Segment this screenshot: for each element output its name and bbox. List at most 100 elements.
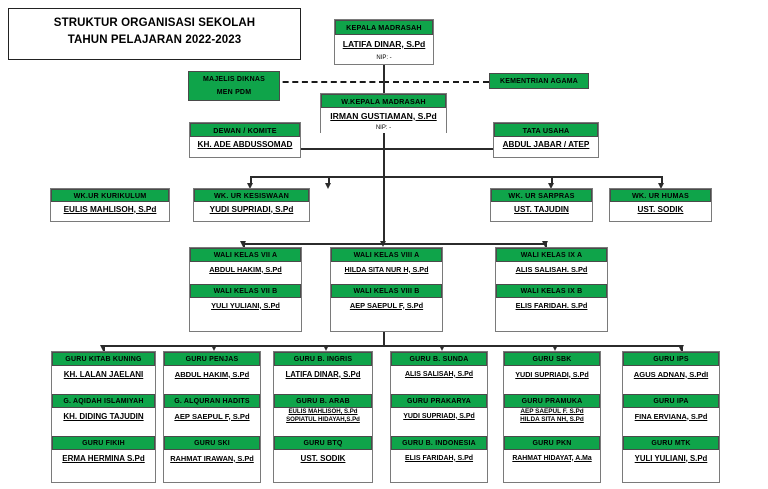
- node-guru-column-5[interactable]: GURU SBK YUDI SUPRIADI, S.Pd GURU PRAMUK…: [503, 351, 601, 483]
- title-line-2: TAHUN PELAJARAN 2022-2023: [67, 34, 242, 46]
- node-majelis-diknas-line-1: MAJELIS DIKNAS: [203, 76, 265, 83]
- node-kepala-madrasah-nip: NIP: -: [335, 52, 433, 64]
- node-wali-9b-name-text: ELIS FARIDAH. S.Pd: [515, 300, 588, 310]
- node-guru-6-r3-name-text: YULI YULIANI, S.Pd: [634, 453, 708, 463]
- node-guru-6-r1-name-text: AGUS ADNAN, S.PdI: [633, 369, 709, 379]
- node-wk-kurikulum[interactable]: WK.UR KURIKULUM EULIS MAHLISOH, S.Pd: [50, 188, 170, 222]
- node-wk-kurikulum-name: EULIS MAHLISOH, S.Pd: [51, 202, 169, 216]
- node-guru-column-6[interactable]: GURU IPS AGUS ADNAN, S.PdI GURU IPA FINA…: [622, 351, 720, 483]
- connector-trunk-lower: [383, 332, 385, 346]
- arrow-down-guru-2: [210, 345, 217, 351]
- node-kepala-madrasah-role: KEPALA MADRASAH: [335, 20, 433, 35]
- arrow-down-guru-1: [99, 345, 106, 351]
- node-guru-1-r3-name-text: ERMA HERMINA S.Pd: [62, 453, 145, 463]
- node-wakil-kepala-madrasah[interactable]: W.KEPALA MADRASAH IRMAN GUSTIAMAN, S.Pd …: [320, 93, 447, 133]
- node-wakil-kepala-name-text: IRMAN GUSTIAMAN, S.Pd: [330, 110, 437, 121]
- node-guru-1-r2-role: G. AQIDAH ISLAMIYAH: [52, 394, 155, 408]
- connector-dashed-right: [383, 81, 489, 83]
- node-guru-column-3[interactable]: GURU B. INGRIS LATIFA DINAR, S.Pd GURU B…: [273, 351, 373, 483]
- node-guru-column-1[interactable]: GURU KITAB KUNING KH. LALAN JAELANI G. A…: [51, 351, 156, 483]
- node-guru-4-r2-role: GURU PRAKARYA: [391, 394, 487, 408]
- node-wali-7b-role: WALI KELAS VII B: [190, 284, 301, 298]
- node-majelis-diknas-role: MAJELIS DIKNAS MEN PDM: [188, 71, 280, 101]
- node-guru-2-r3-name-text: RAHMAT IRAWAN, S.Pd: [170, 453, 254, 463]
- node-guru-3-r2-name-text-1: EULIS MAHLISOH, S.Pd: [288, 408, 358, 415]
- node-guru-1-r2-name: KH. DIDING TAJUDIN: [52, 408, 155, 424]
- node-wakil-kepala-role: W.KEPALA MADRASAH: [321, 94, 446, 108]
- node-guru-2-r2-role: G. ALQURAN HADITS: [164, 394, 260, 408]
- node-guru-4-r1-name-text: ALIS SALISAH, S.Pd: [404, 370, 474, 378]
- node-guru-6-r1-name: AGUS ADNAN, S.PdI: [623, 366, 719, 382]
- node-guru-5-r2-name-text-2: HILDA SITA NH, S.Pd: [520, 416, 584, 423]
- node-wk-sarpras-role: WK. UR SARPRAS: [491, 189, 592, 202]
- node-guru-2-r1-role: GURU PENJAS: [164, 352, 260, 366]
- node-wali-kelas-7[interactable]: WALI KELAS VII A ABDUL HAKIM, S.Pd WALI …: [189, 247, 302, 332]
- arrow-down-guru-3: [322, 345, 329, 351]
- node-guru-4-r1-name: ALIS SALISAH, S.Pd: [391, 366, 487, 382]
- node-guru-2-r3-name: RAHMAT IRAWAN, S.Pd: [164, 450, 260, 466]
- node-wali-9b-name: ELIS FARIDAH. S.Pd: [496, 298, 607, 312]
- node-guru-3-r2-role: GURU B. ARAB: [274, 394, 372, 408]
- node-wali-7a-name: ABDUL HAKIM, S.Pd: [190, 262, 301, 276]
- node-guru-4-r3-role: GURU B. INDONESIA: [391, 436, 487, 450]
- node-guru-5-r1-name: YUDI SUPRIADI, S.Pd: [504, 366, 600, 382]
- node-guru-3-r3-name: UST. SODIK: [274, 450, 372, 466]
- node-majelis-diknas[interactable]: MAJELIS DIKNAS MEN PDM: [188, 71, 280, 101]
- node-guru-3-r2-names: EULIS MAHLISOH, S.Pd SOPIATUL HIDAYAH,S.…: [274, 408, 372, 424]
- node-guru-5-r2-name-text-1: AEP SAEPUL F. S.Pd: [520, 408, 584, 415]
- node-kepala-madrasah-name: LATIFA DINAR, S.Pd: [335, 35, 433, 52]
- node-guru-3-r1-name: LATIFA DINAR, S.Pd: [274, 366, 372, 382]
- node-wali-kelas-8[interactable]: WALI KELAS VIII A HILDA SITA NUR H, S.Pd…: [330, 247, 443, 332]
- node-wali-8a-name-text: HILDA SITA NUR H, S.Pd: [344, 264, 429, 274]
- node-guru-5-r2-names: AEP SAEPUL F. S.Pd HILDA SITA NH, S.Pd: [504, 408, 600, 424]
- node-guru-6-r2-role: GURU IPA: [623, 394, 719, 408]
- node-wali-kelas-9[interactable]: WALI KELAS IX A ALIS SALISAH. S.Pd WALI …: [495, 247, 608, 332]
- connector-bus-drop-2: [328, 176, 330, 185]
- node-wk-humas[interactable]: WK. UR HUMAS UST. SODIK: [609, 188, 712, 222]
- node-wk-kesiswaan-name-text: YUDI SUPRIADI, S.Pd: [209, 204, 294, 214]
- arrow-down-wali-9: [541, 241, 548, 247]
- node-wakil-kepala-name: IRMAN GUSTIAMAN, S.Pd: [321, 108, 446, 123]
- node-guru-1-r1-role: GURU KITAB KUNING: [52, 352, 155, 366]
- node-dewan-komite-name: KH. ADE ABDUSSOMAD: [190, 137, 300, 152]
- node-guru-6-r3-role: GURU MTK: [623, 436, 719, 450]
- node-guru-5-r1-name-text: YUDI SUPRIADI, S.Pd: [515, 369, 589, 379]
- arrow-down-kurikulum: [246, 183, 253, 189]
- node-guru-6-r1-role: GURU IPS: [623, 352, 719, 366]
- node-wk-humas-name-text: UST. SODIK: [637, 204, 684, 214]
- arrow-down-wali-8: [379, 241, 386, 247]
- node-wali-7b-name: YULI YULIANI, S.Pd: [190, 298, 301, 312]
- node-wali-8b-name-text: AEP SAEPUL F, S.Pd: [349, 300, 424, 310]
- node-guru-2-r1-name: ABDUL HAKIM, S.Pd: [164, 366, 260, 382]
- arrow-down-guru-6: [677, 345, 684, 351]
- connector-kepala-down: [383, 64, 385, 82]
- node-wali-8a-name: HILDA SITA NUR H, S.Pd: [331, 262, 442, 276]
- node-wk-sarpras[interactable]: WK. UR SARPRAS UST. TAJUDIN: [490, 188, 593, 222]
- node-tata-usaha-name-text: ABDUL JABAR / ATEP: [502, 140, 590, 149]
- node-guru-3-r3-role: GURU BTQ: [274, 436, 372, 450]
- node-guru-5-r3-name-text: RAHMAT HIDAYAT, A.Ma: [512, 454, 592, 462]
- node-kementrian-agama[interactable]: KEMENTRIAN AGAMA: [489, 73, 589, 89]
- node-guru-1-r2-name-text: KH. DIDING TAJUDIN: [63, 411, 144, 421]
- node-guru-6-r3-name: YULI YULIANI, S.Pd: [623, 450, 719, 466]
- node-guru-5-r3-role: GURU PKN: [504, 436, 600, 450]
- node-guru-4-r3-name: ELIS FARIDAH, S.Pd: [391, 450, 487, 466]
- node-guru-column-2[interactable]: GURU PENJAS ABDUL HAKIM, S.Pd G. ALQURAN…: [163, 351, 261, 483]
- arrow-down-guru-5: [551, 345, 558, 351]
- node-dewan-komite-role: DEWAN / KOMITE: [190, 123, 300, 137]
- node-guru-2-r2-name-text: AEP SAEPUL F, S.Pd: [174, 411, 250, 421]
- node-wali-8b-name: AEP SAEPUL F, S.Pd: [331, 298, 442, 312]
- node-tata-usaha[interactable]: TATA USAHA ABDUL JABAR / ATEP: [493, 122, 599, 158]
- node-kementrian-agama-role: KEMENTRIAN AGAMA: [489, 73, 589, 89]
- node-guru-2-r1-name-text: ABDUL HAKIM, S.Pd: [174, 369, 250, 379]
- node-dewan-komite-name-text: KH. ADE ABDUSSOMAD: [197, 140, 293, 149]
- node-dewan-komite[interactable]: DEWAN / KOMITE KH. ADE ABDUSSOMAD: [189, 122, 301, 158]
- connector-wakil-trunk: [383, 131, 385, 243]
- node-wk-kesiswaan[interactable]: WK. UR KESISWAAN YUDI SUPRIADI, S.Pd: [193, 188, 310, 222]
- page-title: STRUKTUR ORGANISASI SEKOLAH TAHUN PELAJA…: [8, 8, 301, 60]
- connector-bus-drop-1: [250, 176, 252, 185]
- node-guru-column-4[interactable]: GURU B. SUNDA ALIS SALISAH, S.Pd GURU PR…: [390, 351, 488, 483]
- node-kepala-madrasah[interactable]: KEPALA MADRASAH LATIFA DINAR, S.Pd NIP: …: [334, 19, 434, 65]
- connector-tatausaha-link: [383, 148, 493, 150]
